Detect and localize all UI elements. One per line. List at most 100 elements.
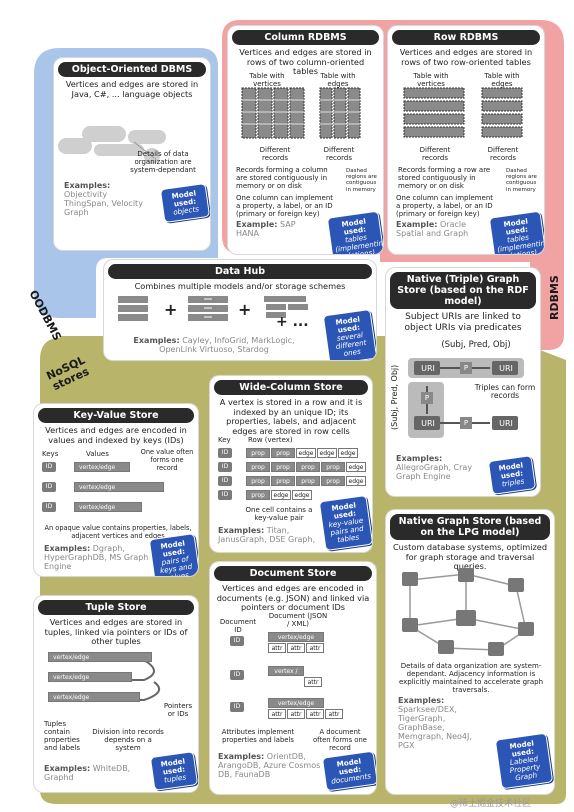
oo-objects-graphic [58,126,166,164]
doc-id-label: Document ID [219,618,257,634]
hub-examples-text: Cayley, InfoGrid, MarkLogic, OpenLink Vi… [159,336,295,354]
wide-edge-cell: edge [346,476,366,486]
doc-id-box: ID [230,670,244,680]
wide-row-id: ID [218,476,232,486]
rdf-examples-text: AllegroGraph, Cray Graph Engine [396,463,473,481]
rdf-examples: Examples: AllegroGraph, Cray Graph Engin… [396,454,476,481]
tuple-model-badge: Model used: tuples [149,751,198,791]
doc-id-box: ID [230,636,244,646]
rdf-pred-2: P [424,394,430,402]
hub-card: Data Hub Combines multiple models and/or… [104,260,376,360]
doc-attr-cell: attr [287,709,305,719]
row-diff1: Different records [419,146,451,162]
kv-key-id: ID [42,502,56,512]
tuple-pointers [102,659,161,701]
kv-value-cell: vertex/edge [74,502,142,512]
col-table-e-label: Table with edges [320,72,356,88]
wide-prop-cell: prop [321,462,345,472]
hub-model-text: several different ones [335,330,367,358]
wide-key-label: Key [218,436,231,444]
doc-attr-cell: attr [325,709,343,719]
tuple-examples-label: Examples: [44,764,91,773]
row-table-e-label: Table with edges [484,72,520,88]
doc-attr-cell: attr [304,677,322,687]
row-table-v-label: Table with vertices [413,72,449,88]
col-model-badge: Model used: tables (implementing relatio… [326,210,383,254]
doc-card: Document Store Vertices and edges are en… [210,562,376,794]
doc-attr-cell: attr [268,709,286,719]
row-model-badge: Model used: tables (implementing relatio… [488,210,544,254]
oo-examples: Examples: Objectivity ThingSpan, Velocit… [64,181,150,217]
doc-attr-cell: attr [306,643,324,653]
col-card: Column RDBMS Vertices and edges are stor… [228,26,383,254]
rdf-triple-label: (Subj, Pred, Obj) [441,340,511,350]
row-desc: Vertices and edges are stored in rows of… [399,47,533,67]
doc-attr-cell: attr [287,643,305,653]
row-note2: One column can implement a property, a l… [396,194,494,218]
doc-vertex-cell: vertex/edge [268,632,324,642]
row-note: Records forming a row are stored contigu… [398,166,491,190]
col-examples: Example: SAP HANA [236,220,306,238]
watermark: @稀土掘金技术社区 [450,799,532,809]
doc-vertex-cell: vertex / edge [268,666,304,685]
col-note2: One column can implement a property, a l… [236,194,334,218]
wide-row-id: ID [218,462,232,472]
native-examples-label: Examples: [398,696,445,705]
rdf-uri-4: URI [499,419,513,428]
doc-json-label: Document (JSON / XML) [268,612,328,628]
oo-object-shape [94,144,144,156]
rdf-pred-1: P [463,364,469,372]
oo-object-shape [128,130,166,144]
tuple-note3: Pointers or IDs [163,702,193,718]
wide-prop-cell: prop [296,462,320,472]
hub-plus1: + [164,300,178,319]
wide-desc: A vertex is stored in a row and it is in… [219,397,363,436]
native-graph-graphic [402,568,534,656]
tuple-examples: Examples: WhiteDB, Graphd [44,764,144,782]
rdf-note: Triples can form records [474,383,536,400]
rdf-graphic [408,358,524,438]
wide-edge-cell: edge [346,462,366,472]
oo-pointer-line [133,141,155,159]
tuple-pointer-arrow [102,659,155,681]
wide-prop-cell: prop [296,476,320,486]
col-vertex-table [241,87,305,139]
doc-note1: Attributes implement properties and labe… [221,728,295,744]
wide-model-text: key-value pairs and tables [328,515,365,545]
hub-examples-label: Examples: [133,336,180,345]
doc-desc: Vertices and edges are encoded in docume… [216,583,370,613]
col-title: Column RDBMS [232,30,379,45]
wide-model-badge: Model used: key-value pairs and tables [318,494,372,552]
oo-model-badge: Model used: objects [159,182,210,224]
wide-row-label: Row (vertex) [248,436,293,444]
wide-prop-cell: prop [246,462,270,472]
wide-row-id: ID [218,448,232,458]
wide-examples: Examples: Titan, JanusGraph, DSE Graph, [218,526,334,544]
col-note: Records forming a column are stored cont… [236,166,328,190]
wide-note: One cell contains a key-value pair [245,506,313,522]
tuple-note1: Tuples contain properties and labels [44,720,80,752]
row-diff2: Different records [487,146,519,162]
rdf-uri-2: URI [499,364,513,373]
tuple-model-text: tuples [163,772,187,785]
wide-prop-cell: prop [246,476,270,486]
doc-examples: Examples: OrientDB, ArangoDB, Azure Cosm… [218,752,328,779]
wide-edge-cell: edge [271,490,291,500]
col-diff2: Different records [323,146,355,162]
rdf-title: Native (Triple) Graph Store (based on th… [390,272,536,309]
kv-key-id: ID [42,482,56,492]
wide-edge-cell: edge [317,448,337,458]
wide-edge-cell: edge [292,490,312,500]
wide-card: Wide-Column Store A vertex is stored in … [210,376,372,552]
col-edge-table [319,87,361,139]
wide-title: Wide-Column Store [214,380,368,395]
doc-id-box: ID [230,702,244,712]
col-table-v-label: Table with vertices [249,72,285,88]
row-title: Row RDBMS [392,30,540,45]
kv-desc: Vertices and edges are encoded in values… [45,425,187,445]
tuple-row-cell: vertex/edge [48,652,152,662]
rdf-model-badge: Model used: triples [487,455,537,495]
wide-prop-cell: prop [246,448,270,458]
doc-attr-cell: attr [268,643,286,653]
hub-plus2: + [238,300,252,319]
